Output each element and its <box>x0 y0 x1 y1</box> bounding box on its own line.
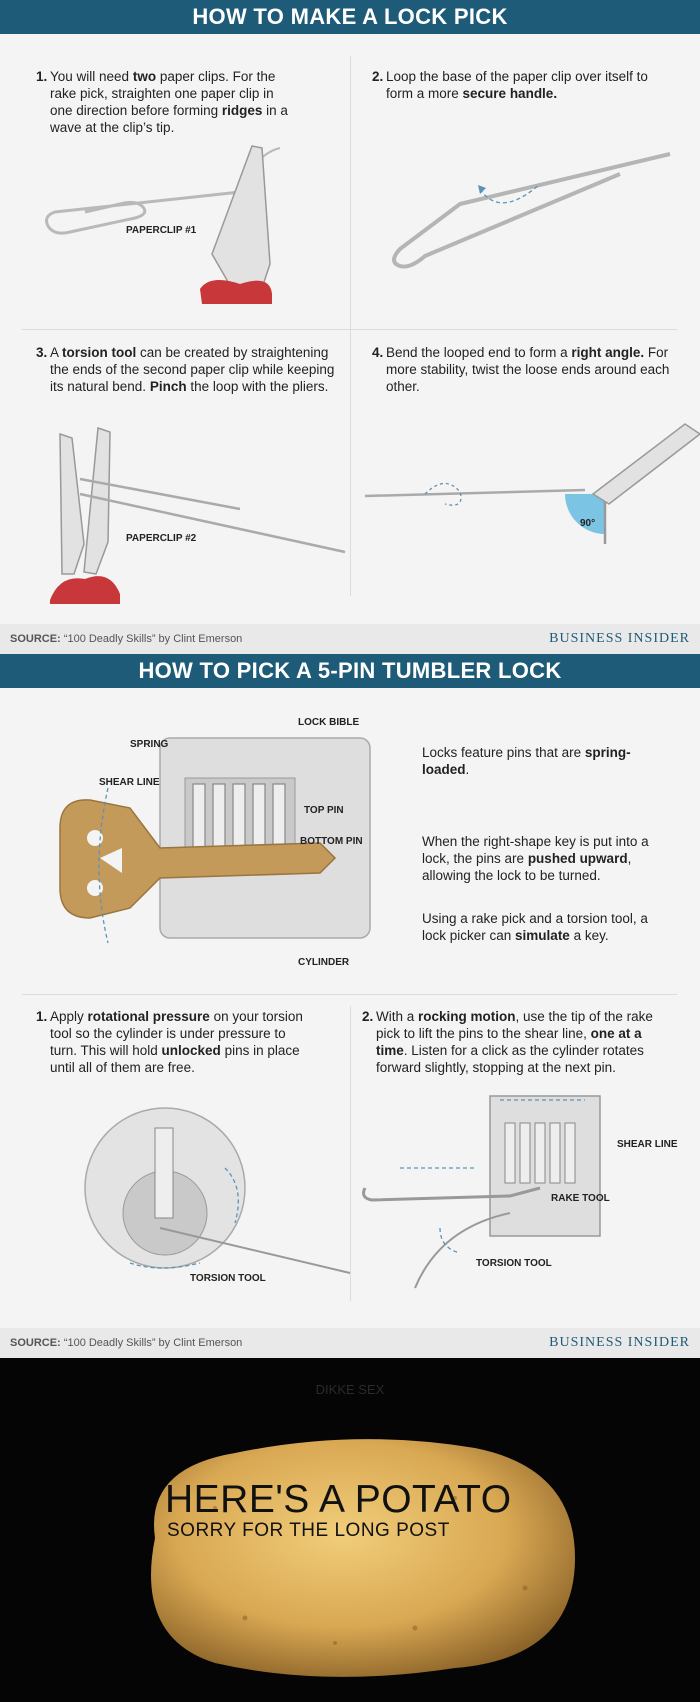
section1-source-bar: SOURCE: “100 Deadly Skills” by Clint Eme… <box>0 624 700 654</box>
divider-vertical <box>350 56 351 596</box>
shear-line-label: SHEAR LINE <box>99 777 160 788</box>
lockpick-step-2: 2.Loop the base of the paper clip over i… <box>372 69 648 101</box>
bottom-pin-label: BOTTOM PIN <box>300 836 363 847</box>
torsion-tool-illustration <box>50 426 346 604</box>
lockpick-step-1: 1.You will need two paper clips. For the… <box>36 69 288 135</box>
section1-panel: 1.You will need two paper clips. For the… <box>0 34 700 624</box>
note-spring-loaded: Locks feature pins that are spring-loade… <box>422 745 631 777</box>
source-credit: SOURCE: “100 Deadly Skills” by Clint Eme… <box>10 633 243 645</box>
meme-subline: SORRY FOR THE LONG POST <box>167 1520 450 1541</box>
lockpick-step-3: 3.A torsion tool can be created by strai… <box>36 345 335 394</box>
torsion-tool-label-2: TORSION TOOL <box>476 1258 552 1269</box>
top-pin-label: TOP PIN <box>304 805 344 816</box>
note-simulate-key: Using a rake pick and a torsion tool, a … <box>422 911 648 943</box>
source-credit-2: SOURCE: “100 Deadly Skills” by Clint Eme… <box>10 1337 243 1349</box>
divider-vertical-2 <box>350 1006 351 1301</box>
paperclip1-label: PAPERCLIP #1 <box>126 225 197 236</box>
rake-tool-label: RAKE TOOL <box>551 1193 610 1204</box>
section1-title: HOW TO MAKE A LOCK PICK <box>192 4 508 29</box>
section2-banner: HOW TO PICK A 5-PIN TUMBLER LOCK <box>0 654 700 688</box>
spring-label: SPRING <box>130 739 169 750</box>
section1-banner: HOW TO MAKE A LOCK PICK <box>0 0 700 34</box>
right-angle-illustration <box>364 423 700 544</box>
torsion-tool-label-1: TORSION TOOL <box>190 1273 266 1284</box>
torsion-pressure-illustration <box>84 1107 351 1274</box>
pins <box>192 783 286 851</box>
section2-source-bar: SOURCE: “100 Deadly Skills” by Clint Eme… <box>0 1328 700 1358</box>
divider-horizontal-2 <box>22 994 677 995</box>
tumbler-lock-diagram <box>59 737 371 944</box>
section2-title: HOW TO PICK A 5-PIN TUMBLER LOCK <box>138 658 562 683</box>
brand-logo-2: BUSINESS INSIDER <box>549 1335 690 1350</box>
lockpick-step-4: 4.Bend the looped end to form a right an… <box>372 345 670 394</box>
brand-logo: BUSINESS INSIDER <box>549 631 690 646</box>
paperclip-pliers-illustration <box>45 145 281 304</box>
looped-handle-illustration <box>392 152 671 269</box>
divider-horizontal <box>22 329 677 330</box>
shear-line-label-2: SHEAR LINE <box>617 1139 678 1150</box>
angle-label: 90° <box>580 518 596 529</box>
paperclip2-label: PAPERCLIP #2 <box>126 533 197 544</box>
tumbler-step-2: 2.With a rocking motion, use the tip of … <box>362 1009 653 1075</box>
lock-bible-label: LOCK BIBLE <box>298 717 360 728</box>
meme-headline: HERE'S A POTATO <box>165 1478 512 1521</box>
cylinder-label: CYLINDER <box>298 957 350 968</box>
note-pushed-upward: When the right-shape key is put into a l… <box>422 834 649 883</box>
section2-panel: LOCK BIBLE SPRING SHEAR LINE TOP PIN BOT… <box>0 688 700 1328</box>
watermark-text: DIKKE SEX <box>315 1382 385 1397</box>
potato-image <box>151 1439 575 1677</box>
rake-motion-illustration <box>362 1095 601 1289</box>
tumbler-step-1: 1.Apply rotational pressure on your tors… <box>36 1009 303 1075</box>
potato-meme: DIKKE SEX HERE'S A POTATO SORRY FOR THE … <box>0 1358 700 1702</box>
